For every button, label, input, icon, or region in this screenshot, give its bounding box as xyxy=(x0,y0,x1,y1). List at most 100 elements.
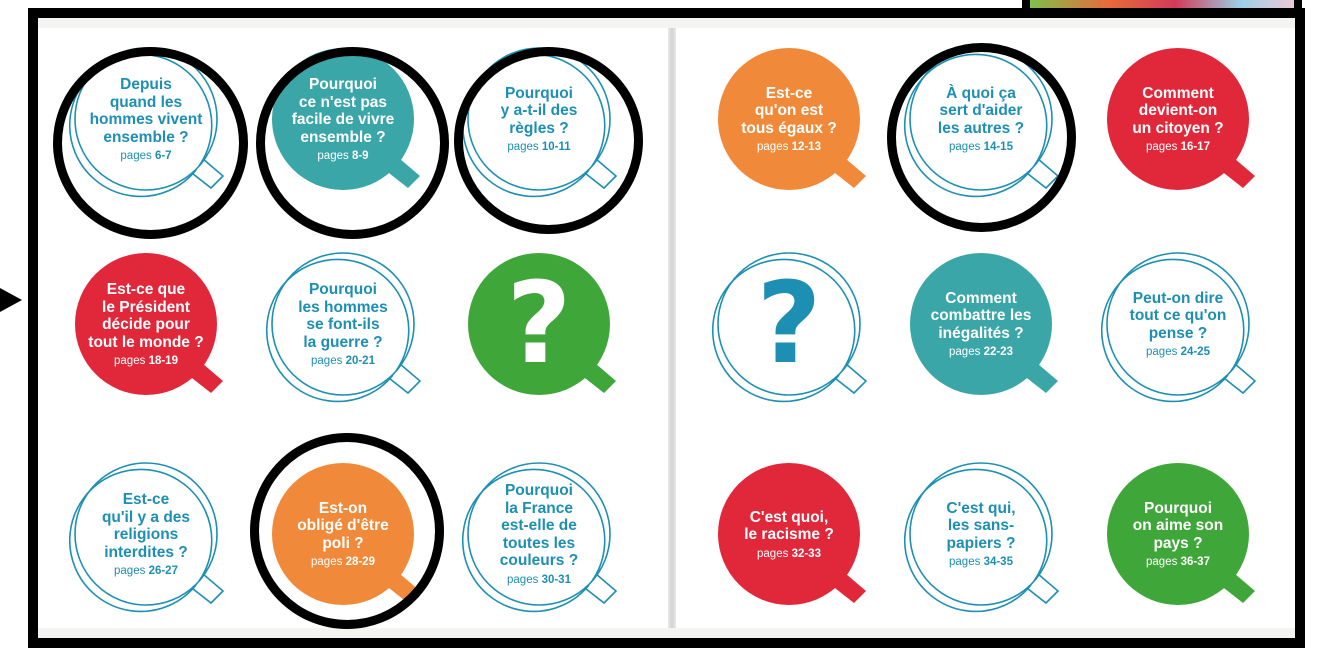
question-text: Est-ce qu'il y a des religions interdite… xyxy=(101,491,191,561)
page-numbers: 36-37 xyxy=(1180,556,1210,569)
speech-bubble-icon xyxy=(1107,463,1255,605)
book-gutter xyxy=(668,28,676,628)
question-text: Pourquoi la France est-elle de toutes le… xyxy=(499,482,579,570)
pages-label: pages xyxy=(1146,141,1178,154)
question-mark-icon: ? xyxy=(756,259,822,389)
question-text: Est-ce que le Président décide pour tout… xyxy=(88,281,204,351)
pages-label: pages xyxy=(114,565,146,577)
speech-bubble-icon xyxy=(68,47,225,198)
question-bubble[interactable]: ? xyxy=(458,243,626,411)
page-numbers: 28-29 xyxy=(345,556,375,569)
pages-label: pages xyxy=(949,556,981,569)
speech-bubble-icon xyxy=(272,48,420,190)
pages-label: pages xyxy=(949,346,981,359)
pages-label: pages xyxy=(317,150,349,162)
speech-bubble-icon xyxy=(718,48,866,190)
pages-label: pages xyxy=(949,141,981,154)
question-bubble[interactable]: À quoi ça sert d'aider les autres ? pages… xyxy=(900,38,1068,206)
page-numbers: 34-35 xyxy=(983,556,1013,569)
page-reference: pages 28-29 xyxy=(311,556,375,568)
pages-label: pages xyxy=(507,141,539,154)
pages-label: pages xyxy=(757,141,789,154)
page-numbers: 6-7 xyxy=(154,150,172,162)
question-bubble[interactable]: Comment combattre les inégalités ?pages … xyxy=(900,243,1068,411)
speech-bubble-icon xyxy=(903,47,1060,198)
question-bubble[interactable]: Pourquoi y a-t-il des règles ? pages 10-1… xyxy=(458,38,626,206)
question-bubble[interactable]: Est-on obligé d'être poli ? pages 28-29 xyxy=(262,453,430,621)
page-numbers: 30-31 xyxy=(541,573,571,586)
page-reference: pages 18-19 xyxy=(114,355,178,367)
pages-label: pages xyxy=(311,556,343,569)
question-bubble[interactable]: Est-ce que le Président décide pour tout… xyxy=(65,243,233,411)
pages-label: pages xyxy=(120,150,152,162)
page-reference: pages 30-31 xyxy=(507,574,571,586)
bubble-content: Est-ce que le Président décide pour tout… xyxy=(75,253,217,395)
question-bubble[interactable]: Depuis quand les hommes vivent ensemble … xyxy=(65,38,233,206)
page-numbers: 22-23 xyxy=(983,346,1013,359)
bubble-content: Est-ce qu'on est tous égaux ?pages 12-13 xyxy=(718,48,860,190)
page-reference: pages 36-37 xyxy=(1146,556,1210,568)
bubble-content: Pourquoi on aime son pays ?pages 36-37 xyxy=(1107,463,1249,605)
speech-bubble-icon xyxy=(265,252,422,403)
question-bubble[interactable]: Pourquoi les hommes se font-ils la guerr… xyxy=(262,243,430,411)
page-reference: pages 34-35 xyxy=(949,556,1013,568)
speech-bubble-icon xyxy=(75,253,223,395)
page-reference: pages 32-33 xyxy=(757,548,821,560)
bubble-content: Pourquoi y a-t-il des règles ? pages 10-1… xyxy=(468,48,610,190)
page-numbers: 10-11 xyxy=(541,141,571,154)
question-text: Depuis quand les hommes vivent ensemble … xyxy=(89,76,203,146)
page-reference: pages 24-25 xyxy=(1146,346,1210,358)
question-text: Pourquoi ce n'est pas facile de vivre en… xyxy=(291,76,395,146)
question-bubble[interactable]: Pourquoi la France est-elle de toutes le… xyxy=(458,453,626,621)
pages-label: pages xyxy=(757,547,789,560)
question-text: Pourquoi les hommes se font-ils la guerr… xyxy=(298,281,388,351)
speech-bubble-icon xyxy=(1107,48,1255,190)
question-bubble[interactable]: C'est quoi, le racisme ? pages 32-33 xyxy=(708,453,876,621)
question-mark-icon: ? xyxy=(506,259,572,389)
page-reference: pages 26-27 xyxy=(114,565,178,577)
page-numbers: 24-25 xyxy=(1180,346,1210,359)
question-text: Comment combattre les inégalités ? xyxy=(930,289,1032,342)
question-bubble[interactable]: Est-ce qu'il y a des religions interdite… xyxy=(65,453,233,621)
question-bubble[interactable]: C'est qui, les sans- papiers ?pages 34-3… xyxy=(900,453,1068,621)
bubble-content: Pourquoi les hommes se font-ils la guerr… xyxy=(272,253,414,395)
page-reference: pages 14-15 xyxy=(949,141,1013,153)
question-text: À quoi ça sert d'aider les autres ? xyxy=(937,84,1025,137)
speech-bubble-icon xyxy=(461,462,618,613)
page-reference: pages 10-11 xyxy=(507,141,570,153)
question-bubble[interactable]: ? xyxy=(708,243,876,411)
bubble-content: Comment devient-on un citoyen ?pages 16-… xyxy=(1107,48,1249,190)
page-numbers: 20-21 xyxy=(345,355,375,367)
speech-bubble-icon xyxy=(468,253,616,395)
speech-bubble-icon xyxy=(461,47,618,198)
question-text: C'est quoi, le racisme ? xyxy=(744,508,834,544)
question-bubble[interactable]: Pourquoi on aime son pays ?pages 36-37 xyxy=(1097,453,1265,621)
pointer-arrow-icon xyxy=(0,288,22,312)
speech-bubble-icon xyxy=(68,462,225,613)
bubble-content: Peut-on dire tout ce qu'on pense ?pages … xyxy=(1107,253,1249,395)
question-bubble[interactable]: Comment devient-on un citoyen ?pages 16-… xyxy=(1097,38,1265,206)
pages-label: pages xyxy=(507,573,539,586)
question-text: Pourquoi y a-t-il des règles ? xyxy=(500,84,578,137)
question-bubble[interactable]: Pourquoi ce n'est pas facile de vivre en… xyxy=(262,38,430,206)
pages-label: pages xyxy=(114,355,146,367)
speech-bubble-icon xyxy=(1100,252,1257,403)
question-bubble[interactable]: Est-ce qu'on est tous égaux ?pages 12-13 xyxy=(708,38,876,206)
bubble-content: À quoi ça sert d'aider les autres ? pages… xyxy=(910,48,1052,190)
pages-label: pages xyxy=(1146,556,1178,569)
page-reference: pages 6-7 xyxy=(120,150,171,162)
question-bubble[interactable]: Peut-on dire tout ce qu'on pense ?pages … xyxy=(1097,243,1265,411)
page-numbers: 26-27 xyxy=(148,565,178,577)
speech-bubble-icon xyxy=(272,463,420,605)
bubble-content: Comment combattre les inégalités ?pages … xyxy=(910,253,1052,395)
bubble-content: C'est quoi, le racisme ? pages 32-33 xyxy=(718,463,860,605)
page-reference: pages 8-9 xyxy=(317,150,368,162)
page-reference: pages 12-13 xyxy=(757,141,821,153)
question-text: Est-on obligé d'être poli ? xyxy=(297,499,389,552)
bubble-content: Est-ce qu'il y a des religions interdite… xyxy=(75,463,217,605)
page-reference: pages 20-21 xyxy=(311,355,375,367)
bubble-content: ? xyxy=(468,253,610,395)
question-text: Comment devient-on un citoyen ? xyxy=(1132,84,1224,137)
page-numbers: 14-15 xyxy=(983,141,1013,154)
speech-bubble-icon xyxy=(711,252,868,403)
